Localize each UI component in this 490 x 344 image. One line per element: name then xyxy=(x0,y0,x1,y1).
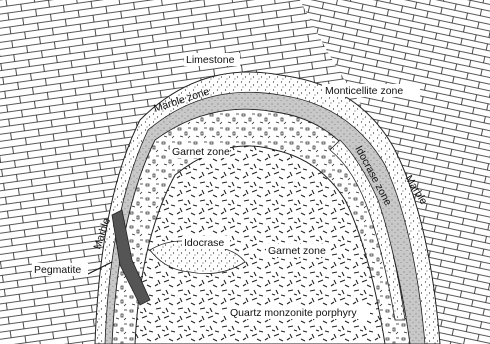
label-limestone: Limestone xyxy=(186,54,235,66)
label-idocrase: Idocrase xyxy=(184,237,224,249)
label-quartz-monzonite-porphyry: Quartz monzonite porphyry xyxy=(230,307,357,319)
label-pegmatite: Pegmatite xyxy=(34,264,81,276)
label-garnet-zone-upper: Garnet zone xyxy=(172,146,230,158)
label-monticellite-zone: Monticellite zone xyxy=(325,85,403,97)
label-garnet-zone-lower: Garnet zone xyxy=(268,245,326,257)
